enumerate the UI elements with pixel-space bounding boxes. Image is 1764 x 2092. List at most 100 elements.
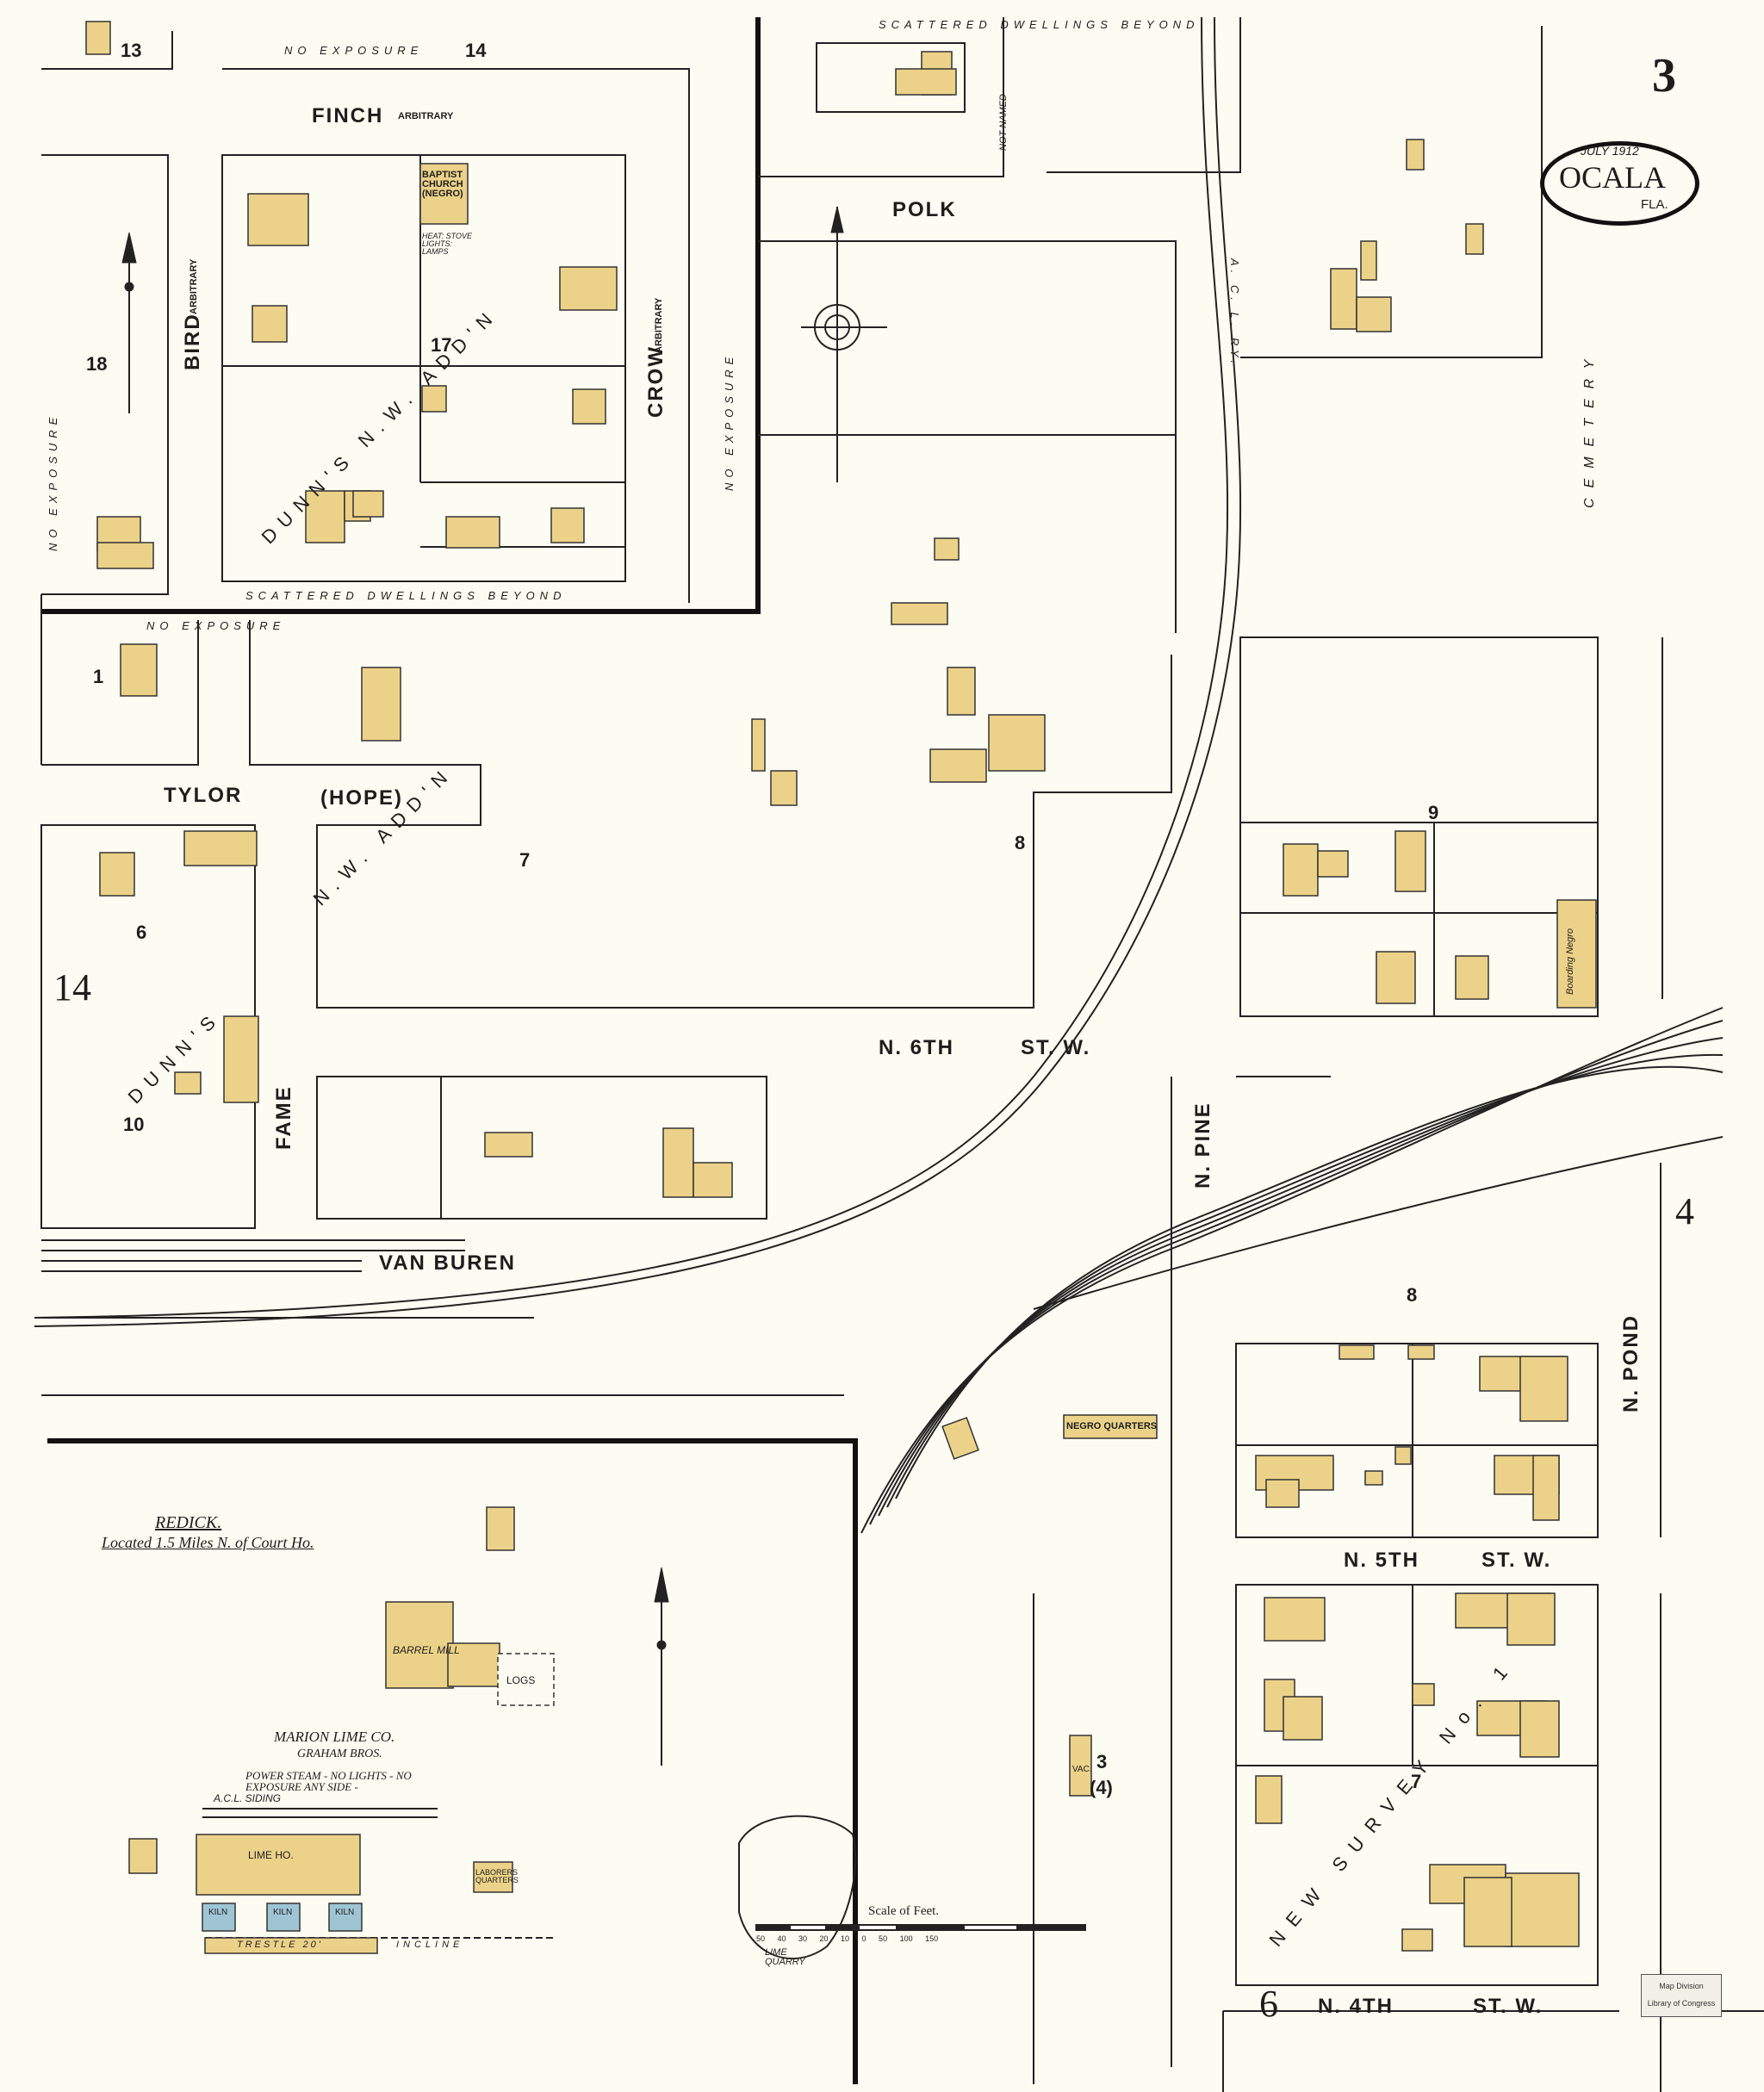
label-baptist-church: BAPTIST CHURCH (NEGRO)	[422, 170, 463, 199]
adjoining-sheet-4: 4	[1675, 1190, 1694, 1232]
block-18: 18	[86, 353, 108, 375]
street-n6th: N. 6TH	[879, 1036, 955, 1059]
street-n5th-stw: ST. W.	[1481, 1549, 1552, 1572]
shed	[1412, 1683, 1435, 1706]
dwelling	[572, 388, 606, 425]
dwelling	[1519, 1356, 1568, 1422]
dwelling	[559, 266, 618, 311]
label-lime-quarry: LIME QUARRY	[765, 1947, 805, 1967]
dwelling	[1394, 830, 1426, 892]
street-fame: FAME	[272, 1085, 295, 1150]
kiln	[266, 1903, 301, 1932]
boiler-ho	[941, 1417, 979, 1460]
dwelling	[1401, 1928, 1433, 1952]
dwelling	[1455, 955, 1489, 1000]
street-polk: POLK	[892, 198, 957, 221]
block-7: 7	[519, 849, 531, 871]
railway-acl: A. C. L. RY.	[1228, 258, 1241, 368]
block-9: 9	[1428, 802, 1439, 823]
note-scattered-top: SCATTERED DWELLINGS BEYOND	[879, 18, 1200, 31]
street-n-pine: N. PINE	[1191, 1102, 1214, 1189]
inset-location: Located 1.5 Miles N. of Court Ho.	[102, 1534, 314, 1551]
label-kiln-2: KILN	[273, 1908, 293, 1917]
trestle	[204, 1937, 378, 1954]
city-cartouche	[1540, 141, 1699, 226]
dwelling	[223, 1015, 259, 1103]
dwelling	[484, 1132, 533, 1158]
shed	[1465, 223, 1484, 255]
block-3: 3	[1096, 1751, 1108, 1772]
logs	[497, 1653, 555, 1706]
dwelling	[85, 21, 111, 55]
dwelling	[1330, 268, 1357, 330]
dwelling	[247, 193, 309, 246]
note-no-exposure-mid: NO EXPOSURE	[146, 619, 286, 632]
block-outlines	[40, 17, 1764, 2092]
note-no-exposure-top: NO EXPOSURE	[284, 44, 424, 57]
dwelling	[120, 643, 158, 697]
label-baptist-detail: HEAT: STOVE LIGHTS: LAMPS	[422, 232, 473, 256]
dwelling	[1264, 1597, 1326, 1642]
kiln	[328, 1903, 363, 1932]
note-cemetery: CEMETERY	[1582, 349, 1597, 508]
block-7-lower: 7	[1411, 1771, 1422, 1792]
barn	[770, 770, 798, 806]
label-lime-ho: LIME HO.	[248, 1849, 294, 1861]
street-bird-arbitrary: ARBITRARY	[189, 258, 199, 314]
dwelling	[1356, 296, 1392, 332]
street-crow: CROW	[644, 345, 668, 418]
street-n-pond: N. POND	[1619, 1313, 1643, 1412]
street-n6th-stw: ST. W.	[1021, 1036, 1091, 1059]
dwelling	[895, 68, 957, 96]
vac	[1069, 1735, 1092, 1797]
note-scattered-mid: SCATTERED DWELLINGS BEYOND	[245, 589, 567, 602]
label-laborers-quarters: LABORERS QUARTERS	[475, 1868, 519, 1884]
barrel-storage	[128, 1838, 158, 1874]
label-kiln-1: KILN	[208, 1908, 228, 1917]
street-n4th: N. 4TH	[1318, 1995, 1394, 2018]
adjoining-sheet-14: 14	[53, 966, 91, 1009]
inset-company: MARION LIME CO.	[274, 1729, 395, 1745]
street-crow-arbitrary: ARBITRARY	[654, 297, 664, 353]
dwelling	[1519, 1700, 1560, 1758]
label-boarding-negro: Boarding Negro	[1565, 928, 1575, 995]
stamp-line-1: Map Division	[1659, 1982, 1704, 1990]
street-n5th: N. 5TH	[1344, 1549, 1420, 1572]
negro-quarters	[1063, 1414, 1158, 1439]
shed	[1407, 1344, 1435, 1360]
block-8-upper: 8	[1015, 832, 1026, 854]
dwelling	[183, 830, 258, 866]
block-1: 1	[93, 666, 104, 687]
dwelling	[1505, 1872, 1580, 1947]
dwelling	[1360, 240, 1377, 281]
dwelling	[550, 507, 585, 543]
block-13: 13	[121, 40, 142, 61]
dwelling	[352, 490, 384, 518]
shed	[1394, 1446, 1412, 1465]
dwelling	[421, 385, 447, 413]
dwelling	[693, 1162, 733, 1198]
sheet-date: JULY 1912	[1581, 144, 1639, 158]
block-6: 6	[136, 922, 147, 943]
street-bird: BIRD	[181, 313, 204, 370]
street-hope: (HOPE)	[320, 786, 403, 810]
street-finch-arbitrary: ARBITRARY	[398, 111, 454, 121]
dwelling	[1506, 1592, 1556, 1646]
dwelling	[1283, 1696, 1323, 1741]
buildings-kiln	[202, 1903, 363, 1932]
dwelling	[96, 542, 154, 569]
dwelling	[1283, 843, 1319, 897]
dwelling	[305, 490, 345, 543]
stamp-line-2: Library of Congress	[1647, 1999, 1716, 2008]
note-no-exposure-left: NO EXPOSURE	[47, 412, 59, 551]
dwelling	[1532, 1455, 1560, 1521]
label-logs: LOGS	[506, 1674, 536, 1686]
label-trestle: TRESTLE 20'	[237, 1940, 323, 1950]
hay-ho	[934, 537, 960, 561]
baptist-church	[419, 163, 469, 225]
dwelling	[947, 667, 976, 716]
dwelling	[662, 1127, 694, 1198]
inset-title: REDICK.	[155, 1513, 222, 1532]
dwelling	[988, 714, 1046, 772]
note-no-exposure-right: NO EXPOSURE	[723, 351, 736, 491]
